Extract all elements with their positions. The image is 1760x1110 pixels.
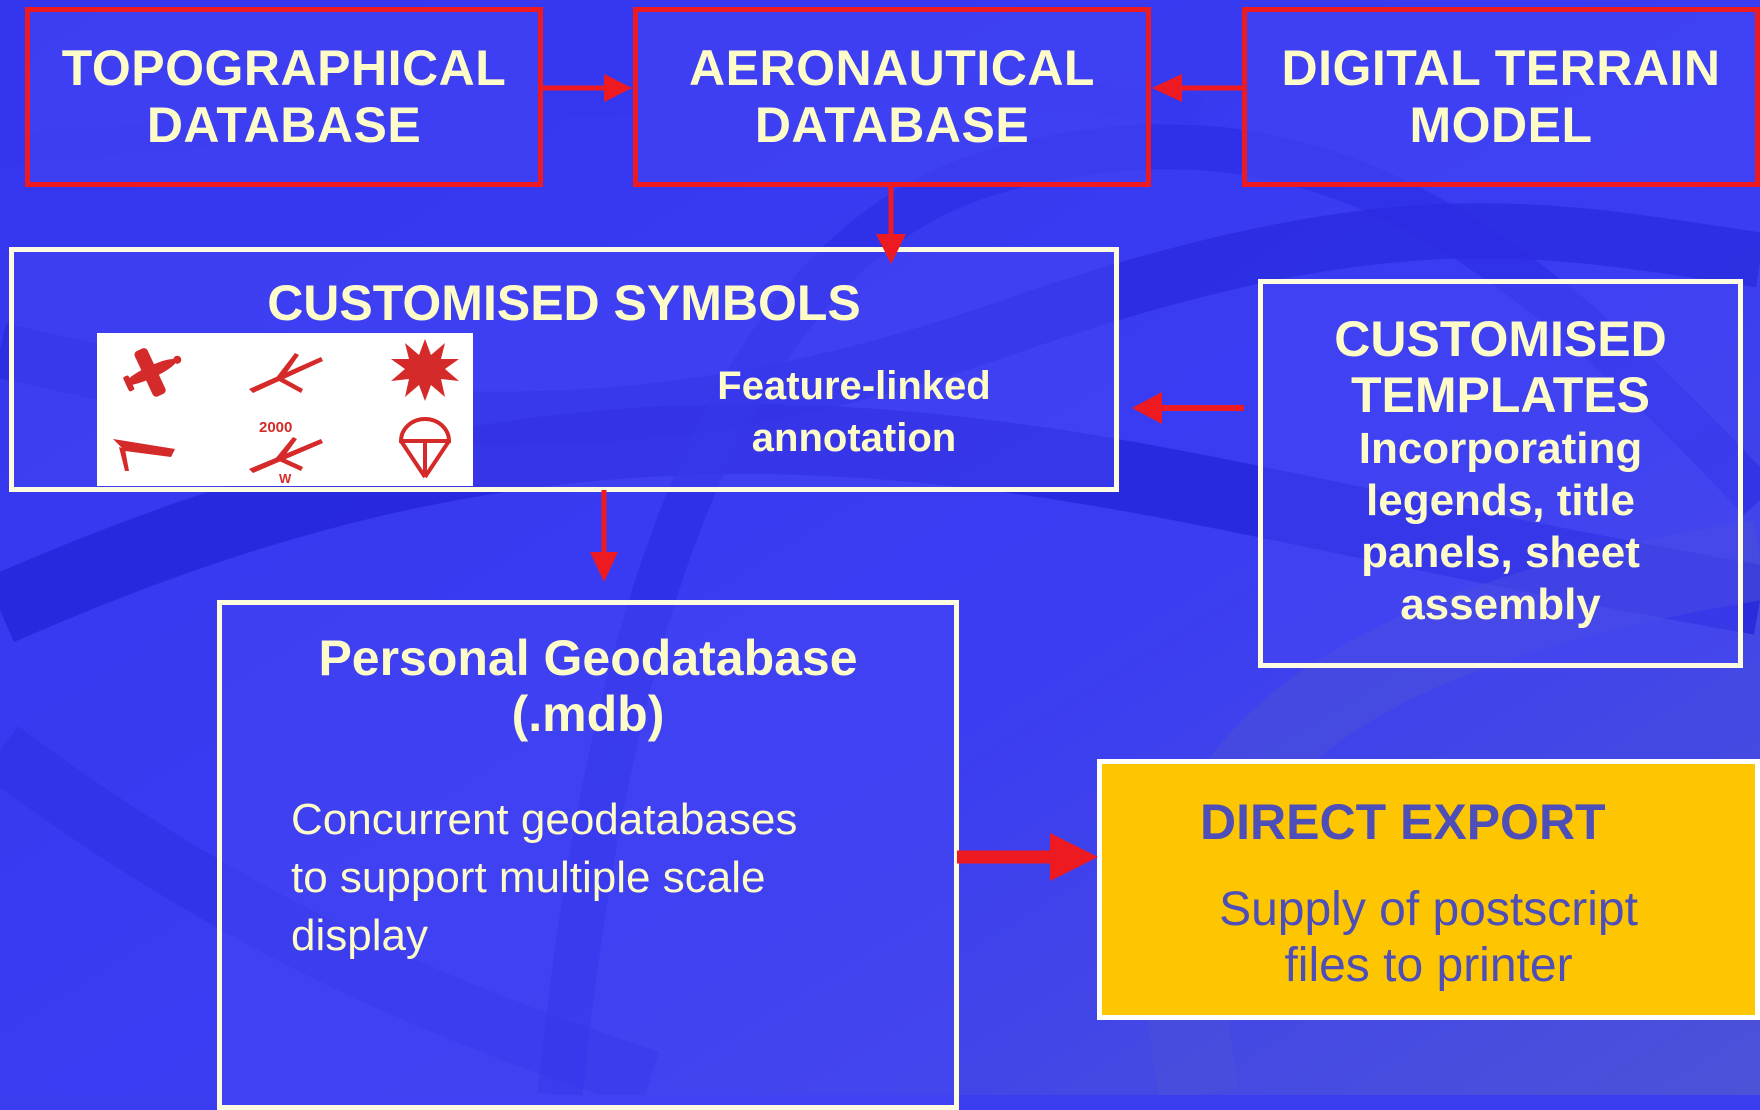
direct-export-box: DIRECT EXPORT Supply of postscript files… (1097, 759, 1760, 1020)
altitude-label: 2000 (259, 419, 293, 436)
export-title: DIRECT EXPORT (1200, 794, 1606, 850)
geodatabase-title-line1: Personal Geodatabase (318, 630, 858, 686)
terrain-line2: MODEL (1409, 97, 1593, 153)
arrow-symbols-to-geodb (590, 490, 618, 582)
arrow-topo-to-aero (543, 74, 632, 102)
customised-templates-box: CUSTOMISED TEMPLATES Incorporating legen… (1258, 279, 1743, 668)
templates-title-line1: CUSTOMISED (1334, 311, 1667, 367)
topographical-line2: DATABASE (146, 97, 422, 153)
aeronautical-line1: AERONAUTICAL (689, 40, 1095, 96)
symbols-annotation-text: Feature-linked annotation (634, 360, 1074, 464)
geodatabase-desc-line2: to support multiple scale (291, 853, 766, 902)
w-label: W (279, 471, 292, 486)
topographical-line1: TOPOGRAPHICAL (61, 40, 507, 96)
glider-icon (249, 353, 323, 393)
export-description: Supply of postscript files to printer (1102, 882, 1755, 994)
terrain-line1: DIGITAL TERRAIN (1281, 40, 1721, 96)
personal-geodatabase-box: Personal Geodatabase (.mdb) Concurrent g… (217, 600, 959, 1110)
arrow-templates-to-symbols (1132, 392, 1244, 424)
arrow-geodb-to-export (957, 833, 1098, 881)
hang-glider-icon (113, 439, 175, 471)
customised-symbols-box: CUSTOMISED SYMBOLS (9, 247, 1119, 492)
templates-title-line2: TEMPLATES (1350, 367, 1651, 423)
annotation-line2: annotation (751, 416, 957, 460)
arrow-terrain-to-aero (1152, 74, 1242, 102)
aeronautical-database-box: AERONAUTICAL DATABASE (633, 7, 1151, 187)
templates-title: CUSTOMISED TEMPLATES (1334, 311, 1666, 423)
export-desc-line1: Supply of postscript (1219, 883, 1638, 936)
geodatabase-title-line2: (.mdb) (511, 686, 665, 742)
symbol-sample-panel: 2000 W (97, 333, 473, 486)
symbols-title: CUSTOMISED SYMBOLS (267, 275, 861, 331)
templates-desc-line4: assembly (1400, 580, 1601, 629)
templates-desc-line2: legends, title (1366, 476, 1635, 525)
templates-desc-line3: panels, sheet (1361, 528, 1640, 577)
geodatabase-title: Personal Geodatabase (.mdb) (222, 630, 954, 742)
topographical-database-box: TOPOGRAPHICAL DATABASE (25, 7, 543, 187)
geodatabase-desc-line1: Concurrent geodatabases (291, 795, 798, 844)
export-desc-line2: files to printer (1284, 939, 1573, 992)
geodatabase-description: Concurrent geodatabases to support multi… (291, 791, 891, 965)
arrow-aero-to-symbols (876, 187, 906, 264)
parachute-icon (398, 417, 452, 479)
aeronautical-line2: DATABASE (754, 97, 1030, 153)
altitude-glider-icon: 2000 W (245, 419, 325, 486)
annotation-line1: Feature-linked (717, 364, 991, 408)
explosion-icon (391, 339, 459, 401)
airplane-icon (123, 348, 182, 397)
geodatabase-desc-line3: display (291, 911, 428, 960)
templates-desc-line1: Incorporating (1358, 424, 1643, 473)
digital-terrain-model-box: DIGITAL TERRAIN MODEL (1242, 7, 1760, 187)
templates-description: Incorporating legends, title panels, she… (1359, 423, 1643, 631)
